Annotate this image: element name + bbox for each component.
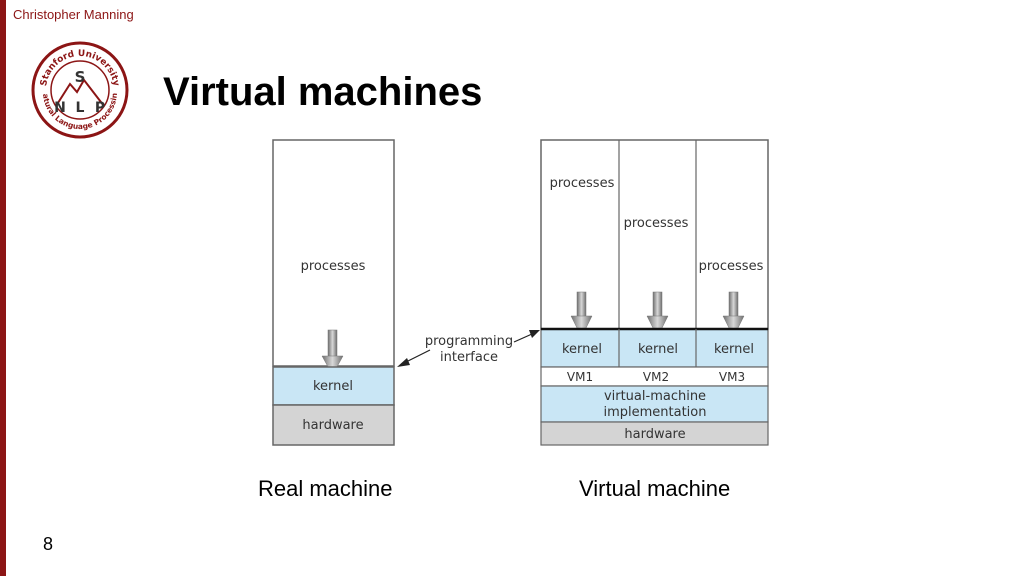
author-name: Christopher Manning [13,7,134,22]
real-processes-box [272,139,395,367]
virtual-machine-caption: Virtual machine [579,476,731,501]
vm1-label: VM1 [567,370,593,384]
logo-letter-s: S [75,68,86,86]
programming-interface: programming interface [397,330,540,367]
vm3-down-arrow [722,291,745,338]
logo-letter-p: P [95,100,105,116]
vm-kernel-row [540,328,769,368]
real-down-arrow [321,329,344,376]
vm3-label: VM3 [719,370,745,384]
vm2-label: VM2 [643,370,669,384]
vm2-processes-label: processes [624,216,689,231]
logo-letter-l: L [76,100,85,116]
real-kernel-label: kernel [313,379,353,394]
vm-implementation-box [540,385,769,423]
vm1-processes-label: processes [550,176,615,191]
vm1-down-arrow [570,291,593,338]
logo-letter-n: N [54,100,66,116]
arrow-to-real-kernel [397,358,410,367]
real-hardware-box [272,404,395,446]
stanford-nlp-logo: Stanford University Natural Language Pro… [30,40,129,139]
vm-implementation-line1: virtual-machine [604,389,706,404]
slide-title: Virtual machines [163,70,483,114]
vm3-processes-label: processes [699,259,764,274]
virtual-machine-diagram: processes processes processes kernel ker… [540,139,769,446]
vm2-down-arrow [646,291,669,338]
real-hardware-label: hardware [302,418,363,433]
arrow-to-vm-kernel [529,330,540,338]
real-processes-label: processes [301,259,366,274]
vm2-kernel-label: kernel [638,342,678,357]
vm1-kernel-label: kernel [562,342,602,357]
slide-number: 8 [43,534,54,554]
vm3-kernel-label: kernel [714,342,754,357]
programming-interface-line2: interface [440,350,498,365]
left-accent-bar [0,0,6,576]
vm-hardware-label: hardware [624,427,685,442]
vm-hardware-box [540,421,769,446]
real-kernel-box [272,366,395,406]
real-machine-caption: Real machine [258,476,393,501]
real-machine-diagram: processes kernel hardware [272,139,395,446]
vm-implementation-line2: implementation [603,405,706,420]
programming-interface-line1: programming [425,334,513,349]
